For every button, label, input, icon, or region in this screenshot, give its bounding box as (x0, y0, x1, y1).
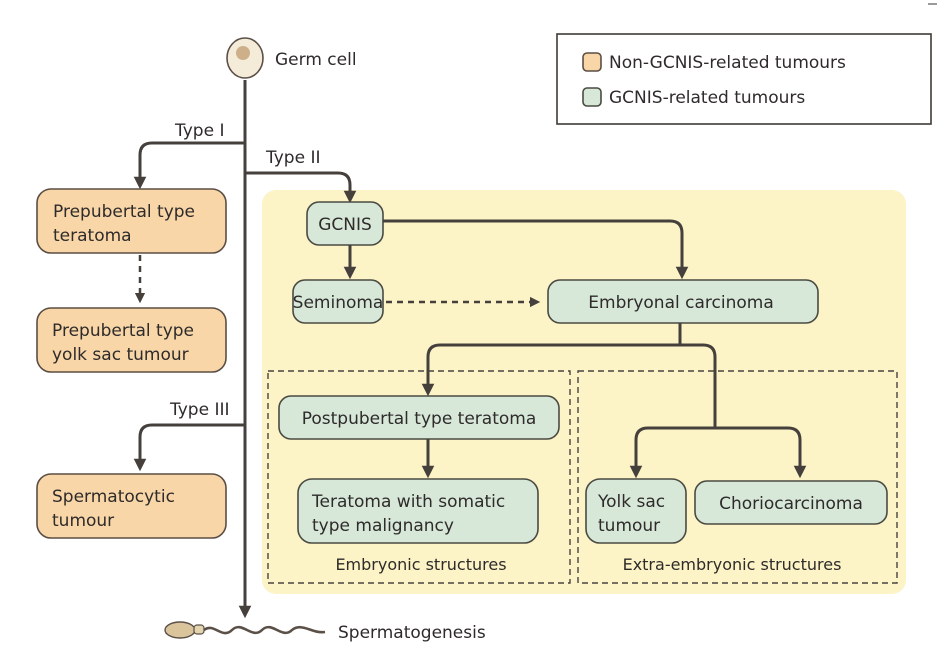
arrow-embryonal-to-postpubertal (421, 343, 680, 397)
node-prepubertal-yolk-sac-label: Prepubertal type yolk sac tumour (52, 321, 199, 365)
legend-box (556, 33, 932, 125)
node-prepubertal-yolk-sac-tumour (36, 307, 227, 373)
group-extra-embryonic-structures (577, 370, 898, 584)
embryonal-to-extra-stem (680, 343, 717, 428)
node-yolk-sac-label: Yolk sac tumour (597, 492, 671, 536)
node-choriocarcinoma (694, 480, 888, 525)
type-3-arrow (133, 423, 245, 472)
type-1-arrow (133, 141, 245, 190)
legend: Non-GCNIS-related tumours GCNIS-related … (556, 33, 932, 125)
window-edge-mark (928, 3, 937, 5)
legend-swatch-orange (582, 52, 602, 72)
spermatogenesis-label: Spermatogenesis (338, 623, 486, 643)
legend-swatch-green (582, 87, 602, 107)
group-embryonic-structures (267, 370, 571, 584)
arrow-to-choriocarcinoma (715, 426, 807, 479)
germ-cell-icon (226, 37, 264, 79)
node-postpubertal-teratoma-label: Postpubertal type teratoma (302, 409, 537, 429)
node-spermatocytic-tumour (36, 473, 227, 539)
arrow-gcnis-to-embryonal (383, 219, 689, 280)
node-prepubertal-teratoma-label: Prepubertal type teratoma (53, 202, 200, 246)
germ-cell-label: Germ cell (275, 50, 357, 70)
node-choriocarcinoma-label: Choriocarcinoma (719, 494, 863, 514)
legend-label-gcnis: GCNIS-related tumours (609, 88, 805, 108)
type-2-label: Type II (265, 148, 320, 168)
node-teratoma-somatic-label: Teratoma with somatic type malignancy (311, 492, 511, 536)
node-prepubertal-teratoma (36, 188, 227, 254)
type-1-label: Type I (174, 121, 224, 141)
group-extra-embryonic-label: Extra-embryonic structures (623, 555, 842, 574)
type-3-label: Type III (169, 400, 230, 420)
node-spermatocytic-label: Spermatocytic tumour (52, 487, 180, 531)
legend-label-non-gcnis: Non-GCNIS-related tumours (609, 53, 846, 73)
type-2-arrow (245, 171, 357, 204)
node-yolk-sac-tumour (585, 478, 687, 544)
node-embryonal-carcinoma (547, 279, 819, 324)
node-seminoma-label: Seminoma (293, 293, 384, 313)
node-teratoma-somatic-malignancy (297, 478, 539, 544)
node-embryonal-carcinoma-label: Embryonal carcinoma (588, 293, 773, 313)
sperm-icon (164, 621, 326, 639)
node-postpubertal-teratoma (278, 395, 560, 440)
group-embryonic-label: Embryonic structures (335, 555, 506, 574)
node-seminoma (292, 279, 384, 324)
node-gcnis-label: GCNIS (318, 215, 372, 235)
arrow-to-yolk-sac (629, 426, 715, 479)
node-gcnis (306, 201, 384, 246)
